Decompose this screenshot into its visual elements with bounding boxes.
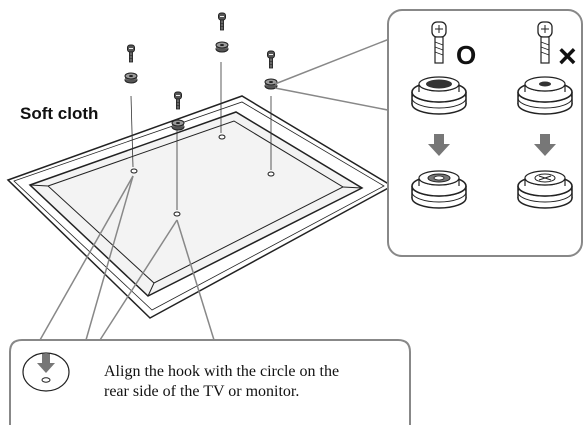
caption-panel — [9, 339, 411, 425]
incorrect-mark: × — [558, 38, 577, 74]
down-arrow-icon — [428, 134, 556, 156]
soft-cloth-label: Soft cloth — [20, 104, 99, 123]
caption-line-2: rear side of the TV or monitor. — [104, 383, 300, 400]
screw-hole — [130, 168, 138, 174]
screw-hole — [218, 134, 226, 140]
screw-hole — [173, 211, 181, 217]
guide-lines — [130, 62, 272, 210]
screw-icon — [127, 12, 275, 110]
screw-holes — [130, 134, 275, 217]
detail-panel — [387, 9, 583, 257]
correct-example — [411, 21, 467, 209]
screw-hole — [267, 171, 275, 177]
caption-line-1: Align the hook with the circle on the — [104, 363, 340, 380]
caption-text: Align the hook with the circle on the re… — [104, 362, 404, 402]
soft-cloth-edge — [13, 101, 385, 311]
correct-mark: O — [456, 40, 476, 70]
incorrect-example — [517, 21, 573, 209]
hook-circle-icon — [22, 352, 70, 392]
